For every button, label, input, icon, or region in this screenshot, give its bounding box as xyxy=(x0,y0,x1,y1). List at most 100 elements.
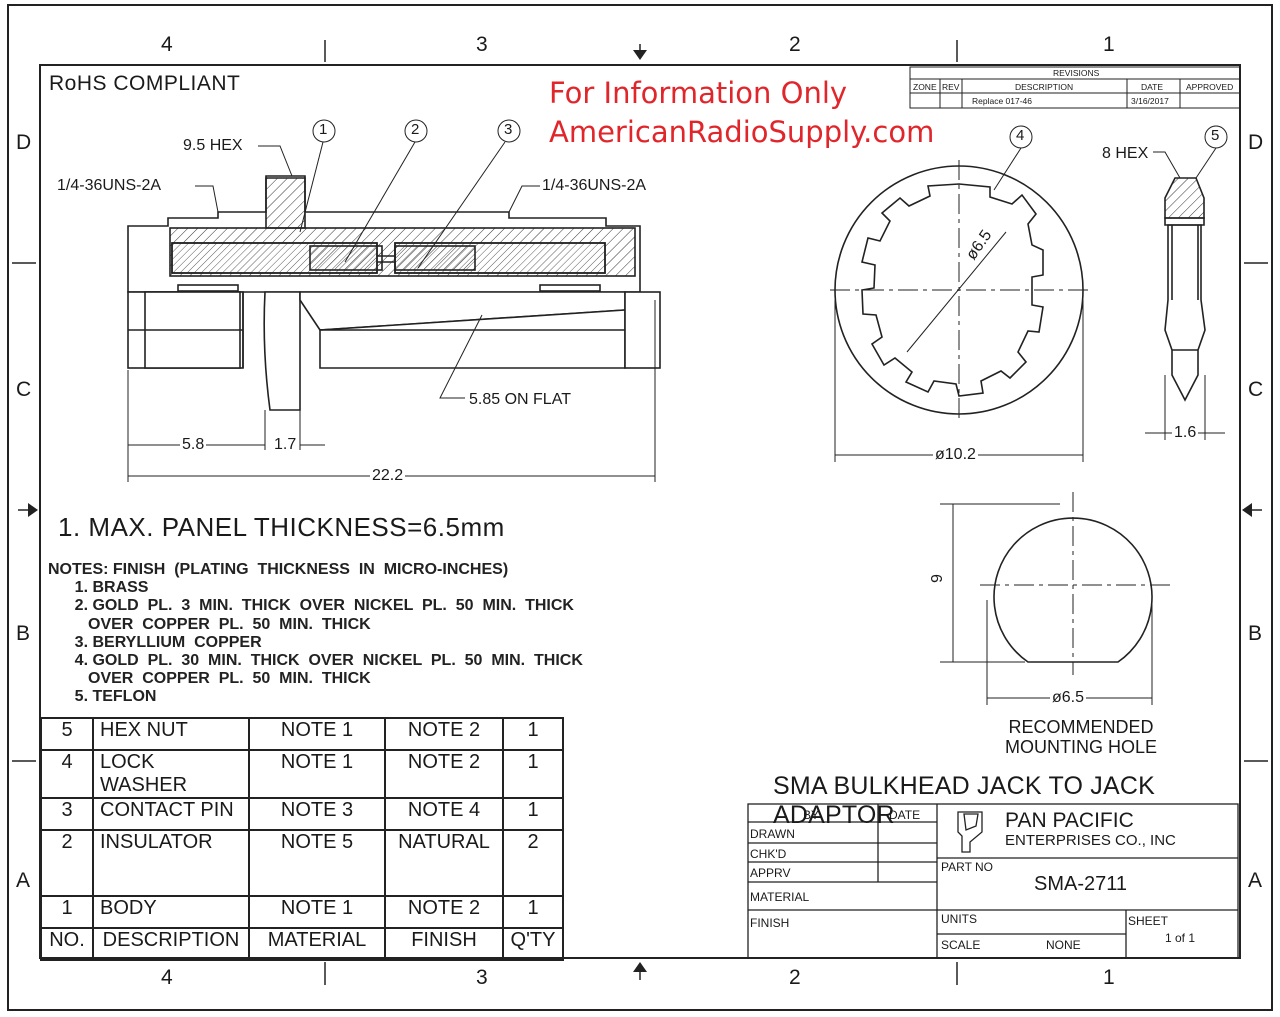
tb-by: BY xyxy=(803,808,820,822)
label-thread-left: 1/4-36UNS-2A xyxy=(55,177,164,195)
hex-nut-view xyxy=(1145,147,1225,440)
panel-thickness-note: 1. MAX. PANEL THICKNESS=6.5mm xyxy=(58,512,505,542)
label-hex-8: 8 HEX xyxy=(1100,145,1151,163)
note-line: OVER COPPER PL. 50 MIN. THICK xyxy=(48,615,371,633)
bom-finish: NATURAL xyxy=(384,829,504,897)
tb-units: UNITS xyxy=(941,912,977,926)
bom-header-material: MATERIAL xyxy=(248,927,386,961)
bom-material: NOTE 5 xyxy=(248,829,386,897)
label-hex-9-5: 9.5 HEX xyxy=(181,137,245,155)
bom-header-finish: FINISH xyxy=(384,927,504,961)
zone-row-c-left: C xyxy=(16,378,32,401)
company-line1: PAN PACIFIC xyxy=(1005,809,1134,832)
zone-col-2-bottom: 2 xyxy=(789,966,801,989)
bom-finish: NOTE 2 xyxy=(384,749,504,799)
zone-col-1-top: 1 xyxy=(1103,33,1115,56)
table-header-row: NO. DESCRIPTION MATERIAL FINISH Q'TY xyxy=(40,927,564,961)
zone-row-a-left: A xyxy=(16,869,31,892)
tb-date: DATE xyxy=(889,808,921,822)
bom-qty: 1 xyxy=(502,797,564,831)
callout-5: 5 xyxy=(1211,127,1220,144)
rev-description: Replace 017-46 xyxy=(972,96,1033,106)
bom-no: 3 xyxy=(40,797,94,831)
bom-qty: 2 xyxy=(502,829,564,897)
border-frame xyxy=(7,4,1273,1011)
bom-no: 2 xyxy=(40,829,94,897)
tb-material: MATERIAL xyxy=(750,890,810,904)
tb-sheet-value: 1 of 1 xyxy=(1165,931,1196,945)
bom-finish: NOTE 4 xyxy=(384,797,504,831)
zone-col-2-top: 2 xyxy=(789,33,801,56)
bom-finish: NOTE 2 xyxy=(384,895,504,929)
bom-description: INSULATOR xyxy=(92,829,250,897)
bom-no: 5 xyxy=(40,717,94,751)
callout-3: 3 xyxy=(504,121,513,138)
label-hole-diameter: ø6.5 xyxy=(1050,689,1087,707)
note-line: 2. GOLD PL. 3 MIN. THICK OVER NICKEL PL.… xyxy=(48,597,574,615)
zone-row-a-right: A xyxy=(1248,869,1263,892)
label-dim-5-8: 5.8 xyxy=(180,436,207,454)
rev-date: 3/16/2017 xyxy=(1131,96,1169,106)
tb-scale: SCALE xyxy=(941,938,981,952)
revisions-title: REVISIONS xyxy=(1053,68,1100,78)
table-row: 5 HEX NUT NOTE 1 NOTE 2 1 xyxy=(40,717,564,751)
zone-row-d-right: D xyxy=(1248,131,1264,154)
note-line: 3. BERYLLIUM COPPER xyxy=(48,633,262,651)
tb-drawn: DRAWN xyxy=(750,827,795,841)
tb-sheet: SHEET xyxy=(1128,914,1169,928)
label-washer-od: ø10.2 xyxy=(933,446,978,464)
lock-washer-view xyxy=(830,147,1090,462)
label-hole-height: 6 xyxy=(926,572,944,585)
table-row: 3 CONTACT PIN NOTE 3 NOTE 4 1 xyxy=(40,797,564,831)
bom-material: NOTE 1 xyxy=(248,717,386,751)
finish-notes: NOTES: FINISH (PLATING THICKNESS IN MICR… xyxy=(48,561,583,707)
note-line: NOTES: FINISH (PLATING THICKNESS IN MICR… xyxy=(48,561,509,578)
note-line: 5. TEFLON xyxy=(48,688,157,706)
rev-header-approved: APPROVED xyxy=(1186,82,1234,92)
disclaimer-line1: For Information Only xyxy=(549,76,848,110)
tb-part-no-label: PART NO xyxy=(941,860,994,874)
table-row: 1 BODY NOTE 1 NOTE 2 1 xyxy=(40,895,564,929)
disclaimer-link[interactable]: AmericanRadioSupply.com xyxy=(549,115,935,149)
mounting-hole-caption: RECOMMENDED MOUNTING HOLE xyxy=(1005,717,1157,757)
label-on-flat: 5.85 ON FLAT xyxy=(467,391,573,409)
zone-col-4-top: 4 xyxy=(161,33,173,56)
zone-col-1-bottom: 1 xyxy=(1103,966,1115,989)
callout-2: 2 xyxy=(411,121,420,138)
bill-of-materials: 5 HEX NUT NOTE 1 NOTE 2 1 4 LOCK WASHER … xyxy=(40,717,564,961)
bom-no: 1 xyxy=(40,895,94,929)
bom-finish: NOTE 2 xyxy=(384,717,504,751)
note-line: 1. BRASS xyxy=(48,579,149,597)
label-thread-right: 1/4-36UNS-2A xyxy=(540,177,649,195)
tb-chkd: CHK'D xyxy=(750,847,787,861)
zone-row-d-left: D xyxy=(16,131,32,154)
connector-section-view xyxy=(127,175,661,411)
callout-4: 4 xyxy=(1016,127,1025,144)
label-dim-22-2: 22.2 xyxy=(370,467,406,485)
bom-description: HEX NUT xyxy=(92,717,250,751)
label-nut-thickness: 1.6 xyxy=(1172,424,1199,442)
bom-material: NOTE 3 xyxy=(248,797,386,831)
zone-row-c-right: C xyxy=(1248,378,1264,401)
note-line: 4. GOLD PL. 30 MIN. THICK OVER NICKEL PL… xyxy=(48,652,583,670)
label-dim-1-7: 1.7 xyxy=(272,436,299,454)
zone-col-3-top: 3 xyxy=(476,33,488,56)
note-line: OVER COPPER PL. 50 MIN. THICK xyxy=(48,670,371,688)
mounting-hole-view xyxy=(940,492,1170,705)
bom-description: CONTACT PIN xyxy=(92,797,250,831)
callout-1: 1 xyxy=(319,121,328,138)
bom-material: NOTE 1 xyxy=(248,895,386,929)
zone-col-4-bottom: 4 xyxy=(161,966,173,989)
tb-scale-value: NONE xyxy=(1046,938,1081,952)
drawing-title: SMA BULKHEAD JACK TO JACK ADAPTOR xyxy=(773,772,1155,829)
bom-material: NOTE 1 xyxy=(248,749,386,799)
rohs-label: RoHS COMPLIANT xyxy=(49,72,241,95)
bom-header-qty: Q'TY xyxy=(502,927,564,961)
rev-header-date: DATE xyxy=(1141,82,1164,92)
bom-description: BODY xyxy=(92,895,250,929)
bom-description: LOCK WASHER xyxy=(92,749,250,799)
mounting-hole-line1: RECOMMENDED xyxy=(1008,717,1154,737)
bom-header-description: DESCRIPTION xyxy=(92,927,250,961)
mounting-hole-line2: MOUNTING HOLE xyxy=(1005,737,1158,757)
bom-qty: 1 xyxy=(502,717,564,751)
